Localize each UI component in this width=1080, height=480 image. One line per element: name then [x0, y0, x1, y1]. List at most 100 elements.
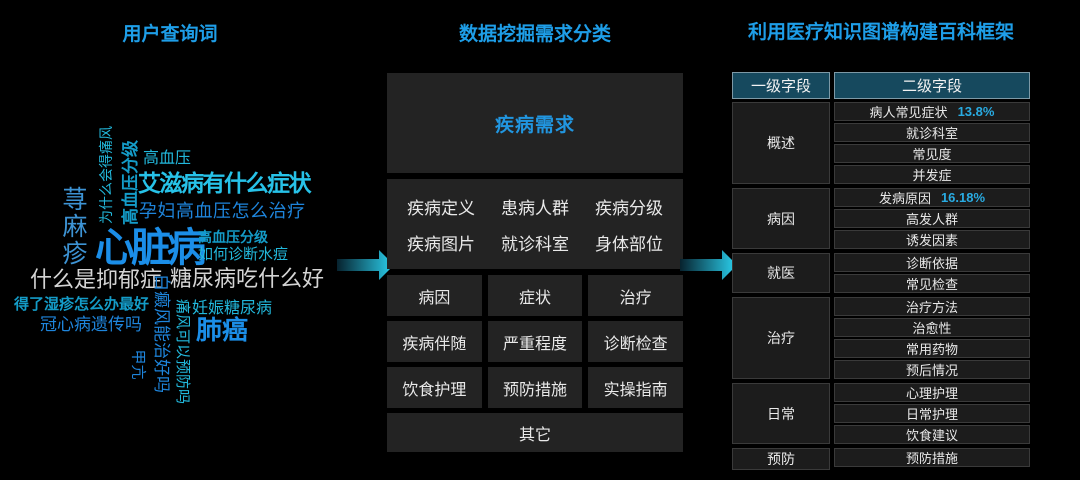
table-group: 治疗治疗方法治愈性常用药物预后情况: [732, 297, 1030, 379]
flow-top-box: 疾病需求: [387, 73, 683, 173]
user-query-wordcloud: 荨麻疹为什么会得痛风高血压分级高血压艾滋病有什么症状孕妇高血压怎么治疗心脏病高血…: [0, 0, 360, 480]
field-label: 常见度: [912, 147, 952, 162]
table-group-cell: 概述: [732, 102, 830, 184]
wordcloud-term: 肺癌: [196, 315, 249, 345]
table-header-row: 一级字段 二级字段: [732, 72, 1030, 99]
wordcloud-term: 什么是抑郁症: [30, 267, 163, 292]
table-group-rows: 发病原因 16.18% 高发人群诱发因素: [834, 188, 1030, 249]
table-row: 常见度: [834, 144, 1030, 163]
table-group: 病因 发病原因 16.18% 高发人群诱发因素: [732, 188, 1030, 249]
table-row: 病人常见症状 13.8%: [834, 102, 1030, 121]
flow-category-cell: 病因: [387, 275, 482, 316]
wordcloud-term: 甲亢: [129, 349, 147, 380]
field-label: 病人常见症状: [869, 105, 948, 120]
wordcloud-term: 高血压分级: [121, 140, 140, 225]
field-label: 预防措施: [905, 451, 958, 466]
field-label: 常见检查: [905, 277, 958, 292]
flow-sub-item: 身体部位: [595, 234, 663, 254]
field-label: 诊断依据: [905, 256, 958, 271]
flow-category-cell: 症状: [487, 275, 583, 316]
table-row: 常用药物: [834, 339, 1030, 358]
table-group-cell: 日常: [732, 383, 830, 444]
knowledge-framework-table: 一级字段 二级字段 概述 病人常见症状 13.8% 就诊科室常见度并发症病因 发病原因 1…: [732, 72, 1030, 474]
demand-classification-flow: 疾病需求 疾病定义患病人群疾病分级疾病图片就诊科室身体部位 病因症状治疗疾病伴随…: [387, 73, 684, 452]
flow-grid: 病因症状治疗疾病伴随严重程度诊断检查饮食护理预防措施实操指南: [387, 275, 684, 408]
table-group-rows: 诊断依据常见检查: [834, 253, 1030, 293]
field-label: 高发人群: [905, 212, 958, 227]
field-label: 治疗方法: [905, 300, 958, 315]
table-group-rows: 治疗方法治愈性常用药物预后情况: [834, 297, 1030, 379]
flow-category-cell: 治疗: [588, 275, 684, 316]
flow-grid-row: 疾病伴随严重程度诊断检查: [387, 321, 684, 362]
flow-category-cell: 诊断检查: [588, 321, 684, 362]
wordcloud-term: 高血压分级: [198, 229, 268, 245]
flow-sub-item: 患病人群: [501, 198, 569, 218]
table-row: 预防措施: [834, 448, 1030, 467]
table-row: 治疗方法: [834, 297, 1030, 316]
wordcloud-term: 为什么会得痛风: [98, 126, 114, 224]
field-label: 就诊科室: [905, 126, 958, 141]
flow-category-cell: 预防措施: [487, 367, 583, 408]
flow-sub-row: 疾病图片 就诊科室 身体部位: [407, 230, 663, 255]
wordcloud-term: 心脏病: [95, 226, 207, 270]
wordcloud-term: 如何诊断水痘: [198, 246, 289, 263]
wordcloud-term: 艾滋病有什么症状: [138, 170, 312, 196]
wordcloud-term: 糖尿病吃什么好: [170, 266, 325, 291]
wordcloud-term: 孕妇高血压怎么治疗: [139, 201, 306, 221]
table-group-rows: 病人常见症状 13.8% 就诊科室常见度并发症: [834, 102, 1030, 184]
table-row: 就诊科室: [834, 123, 1030, 142]
flow-section-title: 数据挖掘需求分类: [458, 24, 611, 45]
wordcloud-term: 得了湿疹怎么办最好: [14, 296, 150, 313]
table-group-cell: 预防: [732, 448, 830, 470]
wordcloud-term: 高血压: [143, 150, 192, 167]
flow-other-box: 其它: [387, 413, 683, 452]
percentage-value: 16.18%: [940, 190, 986, 205]
table-row: 并发症: [834, 165, 1030, 184]
table-row: 心理护理: [834, 383, 1030, 402]
wordcloud-section-title: 用户查询词: [122, 24, 218, 45]
table-group: 日常 心理护理日常护理饮食建议: [732, 383, 1030, 444]
flow-grid-row: 饮食护理预防措施实操指南: [387, 367, 684, 408]
flow-subcategory-box: 疾病定义患病人群疾病分级疾病图片就诊科室身体部位: [387, 179, 683, 269]
flow-category-cell: 疾病伴随: [387, 321, 482, 362]
field-label: 心理护理: [905, 386, 958, 401]
field-label: 治愈性: [912, 321, 952, 336]
wordcloud-term: 荨麻疹: [59, 186, 87, 267]
field-label: 常用药物: [905, 342, 958, 357]
table-row: 治愈性: [834, 318, 1030, 337]
table-header-level1: 一级字段: [732, 72, 830, 99]
flow-category-cell: 饮食护理: [387, 367, 482, 408]
flow-sub-item: 疾病图片: [407, 234, 475, 254]
table-header-level2: 二级字段: [834, 72, 1030, 99]
field-label: 日常护理: [905, 407, 958, 422]
wordcloud-term: 白癜风能治好吗: [152, 274, 171, 393]
field-label: 饮食建议: [905, 428, 958, 443]
flow-arrow-right: [680, 250, 737, 280]
table-group-cell: 病因: [732, 188, 830, 249]
field-label: 发病原因: [878, 191, 931, 206]
wordcloud-term: 痛风可以预防吗: [174, 298, 192, 405]
table-row: 日常护理: [834, 404, 1030, 423]
flow-sub-item: 就诊科室: [501, 234, 569, 254]
table-group: 概述 病人常见症状 13.8% 就诊科室常见度并发症: [732, 102, 1030, 184]
percentage-value: 13.8%: [957, 104, 995, 119]
field-label: 诱发因素: [905, 233, 958, 248]
flow-grid-row: 病因症状治疗: [387, 275, 684, 316]
field-label: 预后情况: [905, 363, 958, 378]
table-group: 预防 预防措施: [732, 448, 1030, 470]
wordcloud-term: 冠心病遗传吗: [40, 315, 142, 334]
flow-sub-item: 疾病分级: [595, 198, 663, 218]
flow-category-cell: 严重程度: [487, 321, 583, 362]
table-section-title: 利用医疗知识图谱构建百科框架: [747, 22, 1014, 43]
table-body: 概述 病人常见症状 13.8% 就诊科室常见度并发症病因 发病原因 16.18% 高发人群诱…: [732, 102, 1030, 470]
table-group-rows: 预防措施: [834, 448, 1030, 470]
table-group: 就医诊断依据常见检查: [732, 253, 1030, 293]
table-row: 预后情况: [834, 360, 1030, 379]
table-row: 诱发因素: [834, 230, 1030, 249]
table-row: 饮食建议: [834, 425, 1030, 444]
table-row: 发病原因 16.18%: [834, 188, 1030, 207]
field-label: 并发症: [912, 168, 952, 183]
wordcloud-term: 妊娠糖尿病: [192, 300, 273, 317]
flow-category-cell: 实操指南: [588, 367, 684, 408]
